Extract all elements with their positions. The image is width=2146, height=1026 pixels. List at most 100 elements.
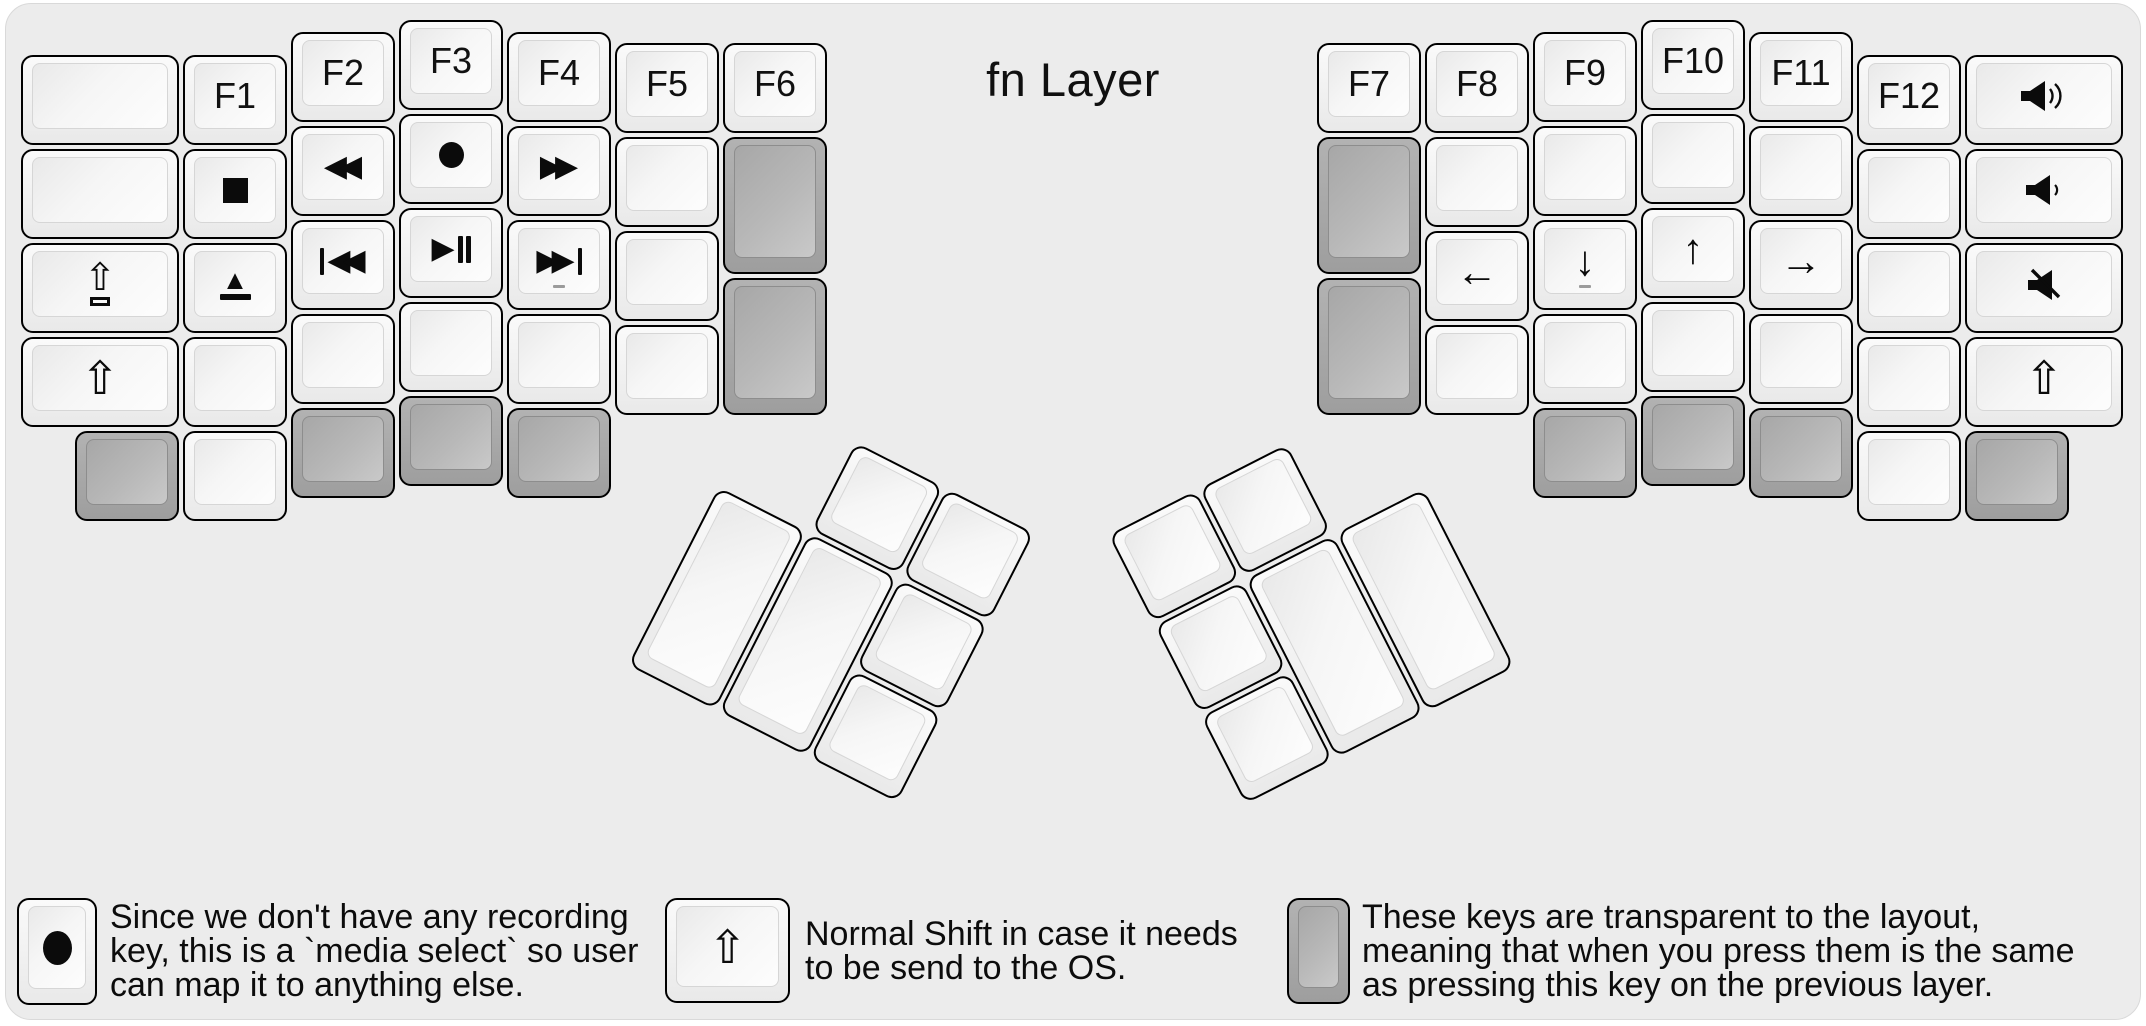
key-volume-down[interactable] (1965, 149, 2123, 239)
key-blank-l1[interactable] (21, 55, 179, 145)
key-blank-r7[interactable] (1749, 126, 1853, 216)
previous-track-icon: ◀◀ (320, 246, 366, 276)
key-f7[interactable]: F7 (1317, 43, 1421, 133)
key-transparent-l1[interactable] (723, 137, 827, 274)
key-next-track[interactable]: ▶▶ (507, 220, 611, 310)
key-shift-right[interactable]: ⇧ (1965, 337, 2123, 427)
key-blank-l10-top (194, 439, 276, 505)
key-transparent-r3[interactable] (1533, 408, 1637, 498)
key-transparent-l5[interactable] (399, 396, 503, 486)
key-eject[interactable]: ▲ (183, 243, 287, 333)
key-volume-up[interactable] (1965, 55, 2123, 145)
key-rewind[interactable]: ◀◀ (291, 126, 395, 216)
key-f10-top: F10 (1652, 28, 1734, 94)
key-f10[interactable]: F10 (1641, 20, 1745, 110)
key-blank-l6-top (518, 322, 600, 388)
key-blank-l7[interactable] (615, 137, 719, 227)
key-f2-top: F2 (302, 40, 384, 106)
key-blank-l9[interactable] (615, 325, 719, 415)
key-transparent-l3[interactable] (75, 431, 179, 521)
key-volume-up-top (1976, 63, 2112, 129)
key-label: F7 (1347, 63, 1390, 104)
key-blank-r10[interactable] (1857, 243, 1961, 333)
key-blank-r3[interactable] (1533, 126, 1637, 216)
key-transparent-r6-top (1976, 439, 2058, 505)
key-blank-r1[interactable] (1425, 137, 1529, 227)
key-stop[interactable] (183, 149, 287, 239)
key-volume-down-top (1976, 157, 2112, 223)
key-transparent-l6-top (518, 416, 600, 482)
key-blank-l6[interactable] (507, 314, 611, 404)
key-transparent-r4-top (1652, 404, 1734, 470)
key-transparent-r5-top (1760, 416, 1842, 482)
next-track-icon: ▶▶ (536, 246, 582, 276)
key-fast-forward[interactable]: ▶▶ (507, 126, 611, 216)
key-transparent-r4[interactable] (1641, 396, 1745, 486)
key-f6[interactable]: F6 (723, 43, 827, 133)
key-f9-top: F9 (1544, 40, 1626, 106)
key-blank-l8[interactable] (615, 231, 719, 321)
rewind-icon: ◀◀ (323, 150, 362, 183)
key-fast-forward-top: ▶▶ (518, 134, 600, 200)
key-shift-left[interactable]: ⇧ (21, 337, 179, 427)
key-play-pause[interactable]: ▶ (399, 208, 503, 298)
key-blank-l4[interactable] (291, 314, 395, 404)
key-blank-r5[interactable] (1641, 114, 1745, 204)
key-f5[interactable]: F5 (615, 43, 719, 133)
key-f4[interactable]: F4 (507, 32, 611, 122)
key-thumb-l6-top (826, 682, 929, 783)
key-blank-r2[interactable] (1425, 325, 1529, 415)
key-blank-r6[interactable] (1641, 302, 1745, 392)
key-arrow-down[interactable]: ↓ (1533, 220, 1637, 310)
key-f9[interactable]: F9 (1533, 32, 1637, 122)
key-f3-top: F3 (410, 28, 492, 94)
key-shift-underline[interactable]: ⇧ (21, 243, 179, 333)
key-f1[interactable]: F1 (183, 55, 287, 145)
key-f3[interactable]: F3 (399, 20, 503, 110)
key-blank-l7-top (626, 145, 708, 211)
key-transparent-l4-top (302, 416, 384, 482)
volume-down-icon (2026, 175, 2059, 205)
key-blank-r9[interactable] (1857, 149, 1961, 239)
key-f8[interactable]: F8 (1425, 43, 1529, 133)
shift-icon: ⇧ (80, 352, 120, 404)
key-transparent-l3-top (86, 439, 168, 505)
key-label: F6 (753, 63, 796, 104)
key-blank-r12[interactable] (1857, 431, 1961, 521)
key-label: F9 (1563, 52, 1606, 93)
homing-bar (553, 285, 565, 288)
key-transparent-l1-top (734, 145, 816, 258)
key-mute[interactable] (1965, 243, 2123, 333)
key-transparent-r6[interactable] (1965, 431, 2069, 521)
key-blank-r11-top (1868, 345, 1950, 411)
key-transparent-l2[interactable] (723, 278, 827, 415)
key-f12[interactable]: F12 (1857, 55, 1961, 145)
key-previous-track-top: ◀◀ (302, 228, 384, 294)
key-f2[interactable]: F2 (291, 32, 395, 122)
key-arrow-up[interactable]: ↑ (1641, 208, 1745, 298)
key-blank-r11[interactable] (1857, 337, 1961, 427)
key-blank-l3[interactable] (183, 337, 287, 427)
key-previous-track[interactable]: ◀◀ (291, 220, 395, 310)
key-blank-l5[interactable] (399, 302, 503, 392)
key-blank-r4[interactable] (1533, 314, 1637, 404)
shift-underline-icon: ⇧ (84, 259, 116, 306)
key-blank-l10[interactable] (183, 431, 287, 521)
key-transparent-l4[interactable] (291, 408, 395, 498)
key-transparent-r2[interactable] (1317, 278, 1421, 415)
key-arrow-down-top: ↓ (1544, 228, 1626, 294)
key-blank-l8-top (626, 239, 708, 305)
key-f11[interactable]: F11 (1749, 32, 1853, 122)
key-blank-r8[interactable] (1749, 314, 1853, 404)
key-transparent-r1[interactable] (1317, 137, 1421, 274)
key-record[interactable] (399, 114, 503, 204)
key-transparent-r3-top (1544, 416, 1626, 482)
key-arrow-left[interactable]: ← (1425, 231, 1529, 321)
key-blank-l2[interactable] (21, 149, 179, 239)
key-transparent-l6[interactable] (507, 408, 611, 498)
key-transparent-r5[interactable] (1749, 408, 1853, 498)
key-label: F1 (213, 75, 256, 116)
key-arrow-right[interactable]: → (1749, 220, 1853, 310)
record-icon (438, 142, 464, 168)
